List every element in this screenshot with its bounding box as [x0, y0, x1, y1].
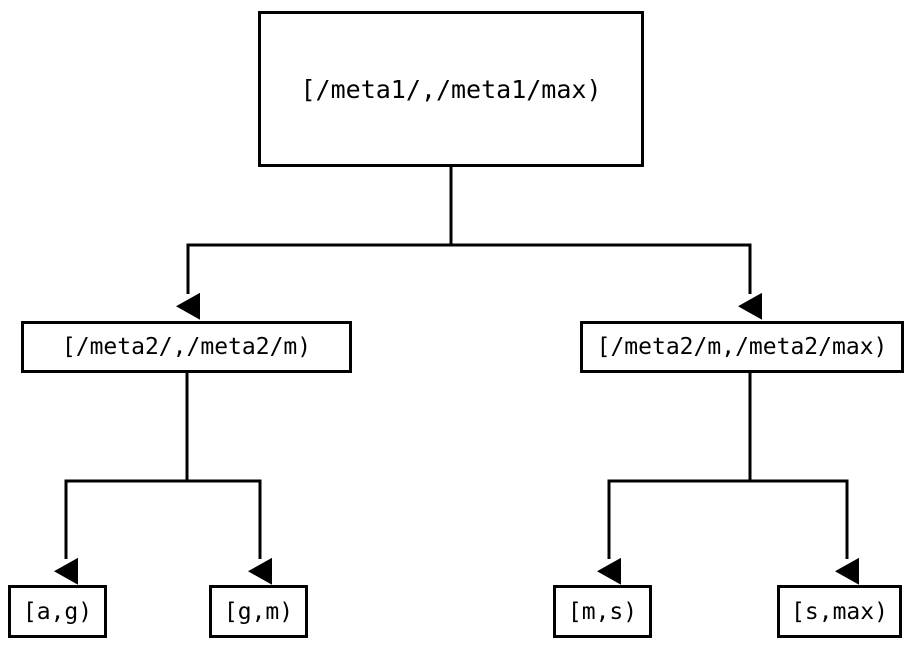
node-root-label: [/meta1/,/meta1/max) — [300, 74, 602, 104]
edge-root-to-mid-left — [176, 167, 453, 320]
edge-mid-left-to-leaf-a-g — [54, 373, 189, 585]
node-leaf-g-m-label: [g,m) — [223, 598, 294, 625]
node-leaf-a-g-label: [a,g) — [22, 598, 93, 625]
node-leaf-g-m[interactable]: [g,m) — [209, 585, 308, 638]
edge-mid-right-to-leaf-m-s — [597, 373, 752, 585]
node-leaf-a-g[interactable]: [a,g) — [8, 585, 107, 638]
node-mid-left[interactable]: [/meta2/,/meta2/m) — [21, 321, 352, 373]
edge-mid-right-to-leaf-s-max — [748, 373, 859, 585]
node-mid-left-label: [/meta2/,/meta2/m) — [61, 334, 312, 360]
node-mid-right-label: [/meta2/m,/meta2/max) — [596, 334, 888, 360]
edge-root-to-mid-right — [449, 167, 762, 320]
node-leaf-s-max[interactable]: [s,max) — [777, 585, 902, 638]
node-leaf-m-s[interactable]: [m,s) — [553, 585, 652, 638]
node-root[interactable]: [/meta1/,/meta1/max) — [258, 11, 644, 167]
node-leaf-m-s-label: [m,s) — [567, 598, 638, 625]
node-leaf-s-max-label: [s,max) — [791, 598, 888, 625]
node-mid-right[interactable]: [/meta2/m,/meta2/max) — [580, 321, 904, 373]
edge-mid-left-to-leaf-g-m — [185, 373, 272, 585]
